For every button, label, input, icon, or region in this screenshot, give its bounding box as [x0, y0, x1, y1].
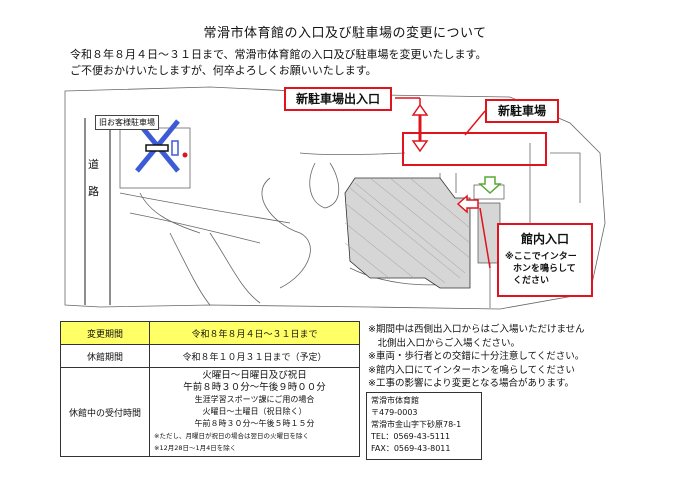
- contact-name: 常滑市体育館: [371, 396, 419, 405]
- building-entrance-label: 館内入口: [520, 232, 569, 246]
- reception-note-2: ※12月28日～1月4日を除く: [154, 444, 237, 452]
- reception-hours-value: 火曜日～日曜日及び祝日 午前８時３０分～午後９時００分 生涯学習スポーツ課にご用…: [149, 367, 360, 457]
- closed-period-value: 令和８年１０月３１日まで（予定）: [149, 344, 360, 368]
- notes-list: ※期間中は西側出入口からはご入場いただけません 北側出入口からご入場ください。 …: [368, 323, 585, 391]
- table-row: 変更期間 令和８年８月４日～３１日まで: [60, 321, 360, 345]
- note-item: ※期間中は西側出入口からはご入場いただけません: [368, 324, 585, 335]
- reception-line-3: 生涯学習スポーツ課にご用の場合: [194, 395, 315, 404]
- intercom-instruction: ※ここでインター ホンを鳴らして ください: [505, 251, 591, 287]
- new-parking-label: 新駐車場: [485, 99, 559, 123]
- page-title: 常滑市体育館の入口及び駐車場の変更について: [203, 26, 487, 41]
- reception-line-1: 火曜日～日曜日及び祝日: [202, 370, 307, 381]
- site-map: 旧お客様駐車場 道 路 新駐車場出入口 新駐車場 館内入口 ※ここでインター ホ…: [60, 83, 620, 313]
- closed-period-label: 休館期間: [60, 344, 150, 368]
- note-item: ※館内入口にてインターホンを鳴らしてください: [368, 364, 575, 376]
- reception-hours-label: 休館中の受付時間: [60, 367, 150, 457]
- note-item: ※車両・歩行者との交錯に十分注意してください。: [368, 351, 585, 362]
- entrance-arrow-icon: [456, 194, 479, 214]
- new-parking-area: [402, 132, 547, 166]
- contact-box: 常滑市体育館 〒479-0003 常滑市金山字下砂原78-1 TEL：0569-…: [366, 392, 482, 460]
- intro-text: 令和８年８月４日～３１日まで、常滑市体育館の入口及び駐車場を変更いたします。 ご…: [70, 47, 486, 79]
- old-parking-label: 旧お客様駐車場: [95, 115, 159, 130]
- table-row: 休館中の受付時間 火曜日～日曜日及び祝日 午前８時３０分～午後９時００分 生涯学…: [60, 367, 360, 457]
- road-label-2: 路: [88, 185, 99, 198]
- contact-fax: FAX：0569-43-8011: [371, 444, 451, 453]
- road-label-1: 道: [88, 158, 99, 171]
- walk-arrow-icon: [478, 176, 502, 195]
- gymnasium-building: [344, 177, 471, 289]
- note-item: ※工事の影響により変更となる場合があります。: [368, 378, 575, 389]
- exit-double-arrow-icon: [411, 103, 429, 153]
- table-row: 休館期間 令和８年１０月３１日まで（予定）: [60, 344, 360, 368]
- reception-note-1: ※ただし、月曜日が祝日の場合は翌日の火曜日を除く: [154, 432, 309, 440]
- schedule-table: 変更期間 令和８年８月４日～３１日まで 休館期間 令和８年１０月３１日まで（予定…: [60, 321, 360, 457]
- building-entrance-box: 館内入口 ※ここでインター ホンを鳴らして ください: [497, 223, 593, 297]
- intro-line-1: 令和８年８月４日～３１日まで、常滑市体育館の入口及び駐車場を変更いたします。: [70, 48, 487, 61]
- contact-tel: TEL：0569-43-5111: [371, 432, 451, 441]
- reception-line-5: 午前８時３０分～午後５時１５分: [194, 419, 315, 428]
- reception-line-4: 火曜日～土曜日（祝日除く）: [202, 407, 307, 416]
- note-item: 北側出入口からご入場ください。: [368, 337, 521, 349]
- intercom-line-1: ※ここでインター: [505, 252, 577, 262]
- reception-line-2: 午前８時３０分～午後９時００分: [183, 382, 326, 393]
- intercom-line-2: ホンを鳴らして: [513, 264, 576, 274]
- change-period-value: 令和８年８月４日～３１日まで: [149, 321, 360, 345]
- contact-postal: 〒479-0003: [371, 408, 418, 417]
- intro-line-2: ご不便おかけいたしますが、何卒よろしくお願いいたします。: [70, 64, 377, 77]
- intercom-line-3: ください: [513, 276, 550, 286]
- contact-address: 常滑市金山字下砂原78-1: [371, 420, 462, 429]
- new-parking-exit-label: 新駐車場出入口: [284, 87, 392, 111]
- site-map-drawing: [64, 86, 606, 310]
- change-period-label: 変更期間: [60, 321, 150, 345]
